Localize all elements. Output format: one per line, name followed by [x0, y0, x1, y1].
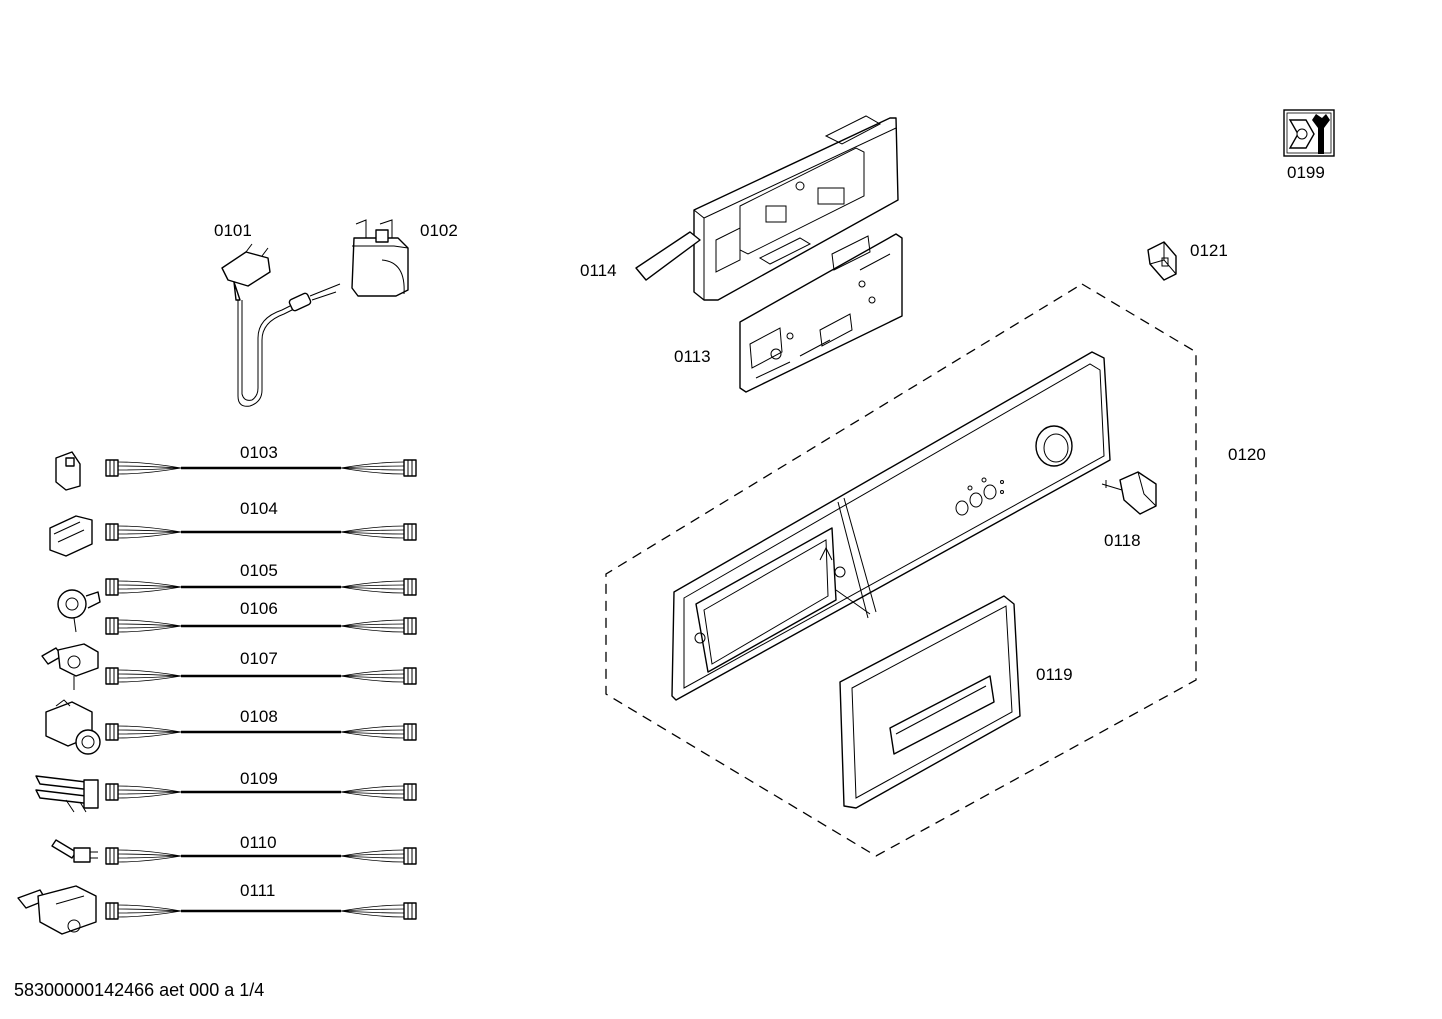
wiring-harness-0106[interactable]: [104, 616, 418, 636]
wiring-harness-0107[interactable]: [104, 666, 418, 686]
label-0101: 0101: [214, 221, 252, 240]
label-0199: 0199: [1287, 163, 1325, 182]
label-0111: 0111: [240, 881, 275, 900]
program-knob-part[interactable]: [1101, 471, 1157, 515]
pressure-switch-part[interactable]: [57, 589, 101, 633]
label-0103: 0103: [240, 443, 278, 462]
circuit-board-part[interactable]: [739, 233, 903, 393]
label-0119: 0119: [1036, 665, 1073, 684]
document-code: 58300000142466 aet 000 a 1/4: [14, 980, 265, 1000]
label-0110: 0110: [240, 833, 277, 852]
label-0120: 0120: [1228, 445, 1266, 464]
label-0102: 0102: [420, 221, 458, 240]
label-0107: 0107: [240, 649, 278, 668]
power-cord-part[interactable]: [221, 243, 341, 407]
wiring-harness-0103[interactable]: [104, 458, 418, 478]
wiring-harness-0105[interactable]: [104, 577, 418, 597]
label-0118: 0118: [1104, 531, 1141, 550]
label-0108: 0108: [240, 707, 278, 726]
interference-filter-part[interactable]: [351, 219, 409, 297]
module-housing-part[interactable]: [635, 115, 899, 301]
label-0109: 0109: [240, 769, 278, 788]
nut-and-wrench-icon: [1283, 109, 1335, 157]
wiring-harness-0104[interactable]: [104, 522, 418, 542]
door-lock-part[interactable]: [55, 451, 81, 491]
clip-part[interactable]: [1147, 241, 1177, 281]
drain-pump-part[interactable]: [45, 699, 101, 755]
label-0114: 0114: [580, 261, 617, 280]
label-0113: 0113: [674, 347, 711, 366]
temperature-sensor-part[interactable]: [51, 839, 98, 863]
label-0105: 0105: [240, 561, 278, 580]
wiring-harness-0111[interactable]: [104, 901, 418, 921]
wiring-harness-0108[interactable]: [104, 722, 418, 742]
label-0121: 0121: [1190, 241, 1228, 260]
heating-element-part[interactable]: [35, 775, 99, 813]
assembly-outline-0120: [605, 283, 1197, 857]
control-panel-part[interactable]: [671, 351, 1111, 701]
inlet-valve-part[interactable]: [41, 643, 99, 690]
label-0104: 0104: [240, 499, 278, 518]
door-lock-switch-part[interactable]: [49, 515, 93, 557]
label-0106: 0106: [240, 599, 278, 618]
motor-part[interactable]: [17, 885, 97, 935]
drawer-handle-part[interactable]: [839, 595, 1021, 809]
